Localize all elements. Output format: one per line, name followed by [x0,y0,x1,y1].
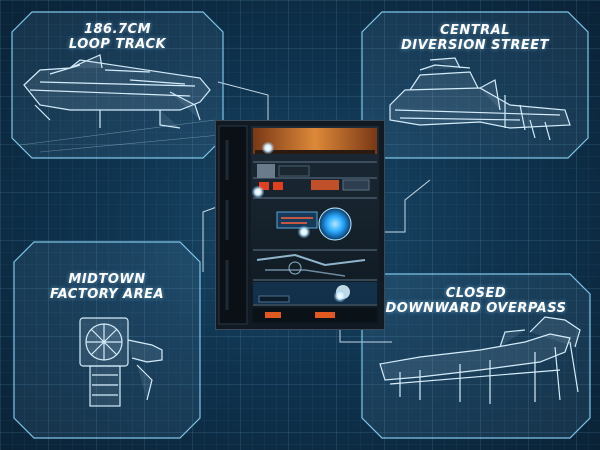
midtown-factory-label-line1: MIDTOWN [68,272,146,287]
closed-overpass-label-line1: CLOSED [445,286,507,301]
panel-frame [361,11,589,159]
hotspot-central-diversion [298,226,310,238]
callout-closed-overpass: CLOSED DOWNWARD OVERPASS [360,272,592,440]
midtown-factory-label: MIDTOWN FACTORY AREA [12,272,202,302]
cabinet-model-icon [215,120,385,330]
panel-frame [13,241,201,439]
central-diversion-label-line2: DIVERSION STREET [400,38,550,53]
hotspot-closed-overpass [334,290,346,302]
loop-track-label-line1: 186.7CM [83,22,152,37]
overpass-model-icon [379,316,581,404]
factory-fan-model-icon [79,317,163,407]
panel-frame [11,11,224,159]
loop-track-model-icon [23,54,211,129]
central-diversion-label: CENTRAL DIVERSION STREET [360,23,590,53]
glowing-fan [319,208,351,240]
loop-track-label-line2: LOOP TRACK [68,37,167,52]
callout-central-diversion: CENTRAL DIVERSION STREET [360,10,590,160]
loop-track-label: 186.7CM LOOP TRACK [10,22,225,52]
closed-overpass-label: CLOSED DOWNWARD OVERPASS [360,286,592,316]
closed-overpass-label-line2: DOWNWARD OVERPASS [385,301,567,316]
callout-loop-track: 186.7CM LOOP TRACK [10,10,225,160]
panel-frame [361,273,591,439]
diversion-street-model-icon [389,57,571,141]
midtown-factory-label-line2: FACTORY AREA [49,287,165,302]
hotspot-midtown-factory [252,186,264,198]
hotspot-loop-track [262,142,274,154]
callout-midtown-factory: MIDTOWN FACTORY AREA [12,240,202,440]
central-diversion-label-line1: CENTRAL [439,23,511,38]
